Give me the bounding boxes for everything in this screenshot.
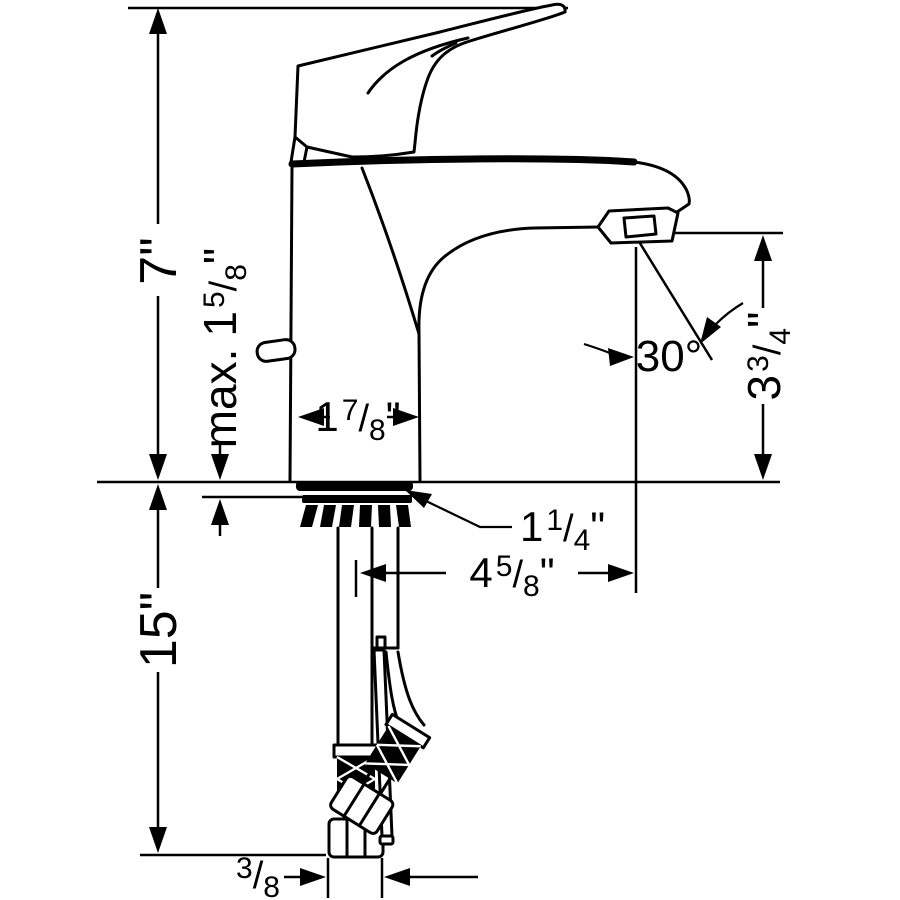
mounting-nut — [300, 495, 412, 527]
arrowhead-right — [300, 868, 326, 886]
label-body-width: 17/8" — [315, 393, 400, 447]
handle-accent-curve-small — [430, 41, 458, 58]
supply-hose-angled — [329, 650, 432, 835]
hose-curve-right — [396, 650, 426, 727]
label-connection-size: 3/8 — [236, 852, 280, 900]
leader-line — [425, 500, 512, 529]
faucet-body — [288, 160, 691, 482]
arrowhead-down-left — [700, 317, 721, 344]
nut-tooth — [320, 505, 336, 527]
arrowhead-left — [298, 408, 324, 426]
label-hose-drop-15in: 15" — [130, 592, 188, 668]
label-max-thickness: max.15/8" — [194, 248, 253, 449]
crimp-braid-pattern — [336, 755, 376, 803]
arrowhead-down — [149, 827, 167, 853]
arrowhead-down — [149, 454, 167, 480]
faucet-handle — [289, 2, 567, 164]
pull-rod-knob — [255, 338, 297, 363]
arrowhead-down — [211, 454, 229, 480]
aerator-outline — [596, 206, 680, 245]
arrow-tail-right — [715, 302, 744, 325]
nut-tooth — [359, 505, 372, 527]
body-top-surface — [288, 155, 638, 168]
rod-end-cap — [378, 834, 395, 846]
dimension-connection-size: 3/8 — [236, 852, 478, 900]
nut-tooth — [300, 505, 318, 527]
body-left-edge — [288, 166, 294, 482]
mounting-washer — [302, 495, 412, 503]
hose-hex-nut — [329, 774, 395, 835]
nut-tooth — [339, 505, 354, 527]
handle-foot-left — [289, 135, 297, 164]
handle-outline — [293, 2, 567, 159]
hose-end-assembly — [329, 712, 432, 835]
dimension-spout-height: 33/4" — [738, 235, 797, 480]
handle-foot-right — [302, 145, 309, 164]
stream-angle-line — [636, 239, 714, 361]
arrowhead-up — [211, 499, 229, 525]
arrowhead-right — [608, 564, 634, 582]
hose-neck — [361, 766, 392, 796]
shank-notch — [375, 635, 387, 650]
dimension-hose-drop-15in: 15" — [130, 484, 188, 853]
spout-top-corner — [632, 160, 691, 214]
body-crease-line — [360, 166, 421, 336]
dimension-height-7in: 7" — [130, 8, 188, 480]
arrowhead-up-left — [405, 490, 432, 508]
hex-nut-facets — [342, 782, 381, 828]
annotation-stream-angle: 30° — [583, 302, 744, 381]
dimension-body-width: 17/8" — [298, 393, 419, 447]
arrowhead-up — [149, 484, 167, 510]
arrowhead-up — [149, 8, 167, 34]
hose-crimp-sleeve — [365, 726, 421, 784]
arrowhead-left — [384, 868, 410, 886]
body-spout-underside — [417, 225, 601, 482]
nut-tooth — [378, 505, 391, 527]
reference-lines — [97, 6, 783, 857]
handle-accent-curve — [366, 36, 470, 95]
arrowhead-down — [754, 454, 772, 480]
arrowhead-up — [754, 235, 772, 261]
aerator-face — [622, 214, 658, 239]
dimension-max-mounting-thickness: max.15/8" — [194, 248, 253, 536]
arrowhead-right — [393, 408, 419, 426]
faucet-drawing — [255, 2, 691, 859]
base-escutcheon — [296, 481, 413, 491]
crimp-braid-pattern — [365, 725, 421, 785]
label-stream-angle: 30° — [636, 332, 703, 381]
spout-aerator — [596, 206, 680, 245]
label-spout-height: 33/4" — [738, 312, 797, 401]
label-height-7in: 7" — [130, 237, 188, 284]
nut-tooth — [396, 505, 411, 527]
arrowhead-right — [608, 348, 634, 366]
